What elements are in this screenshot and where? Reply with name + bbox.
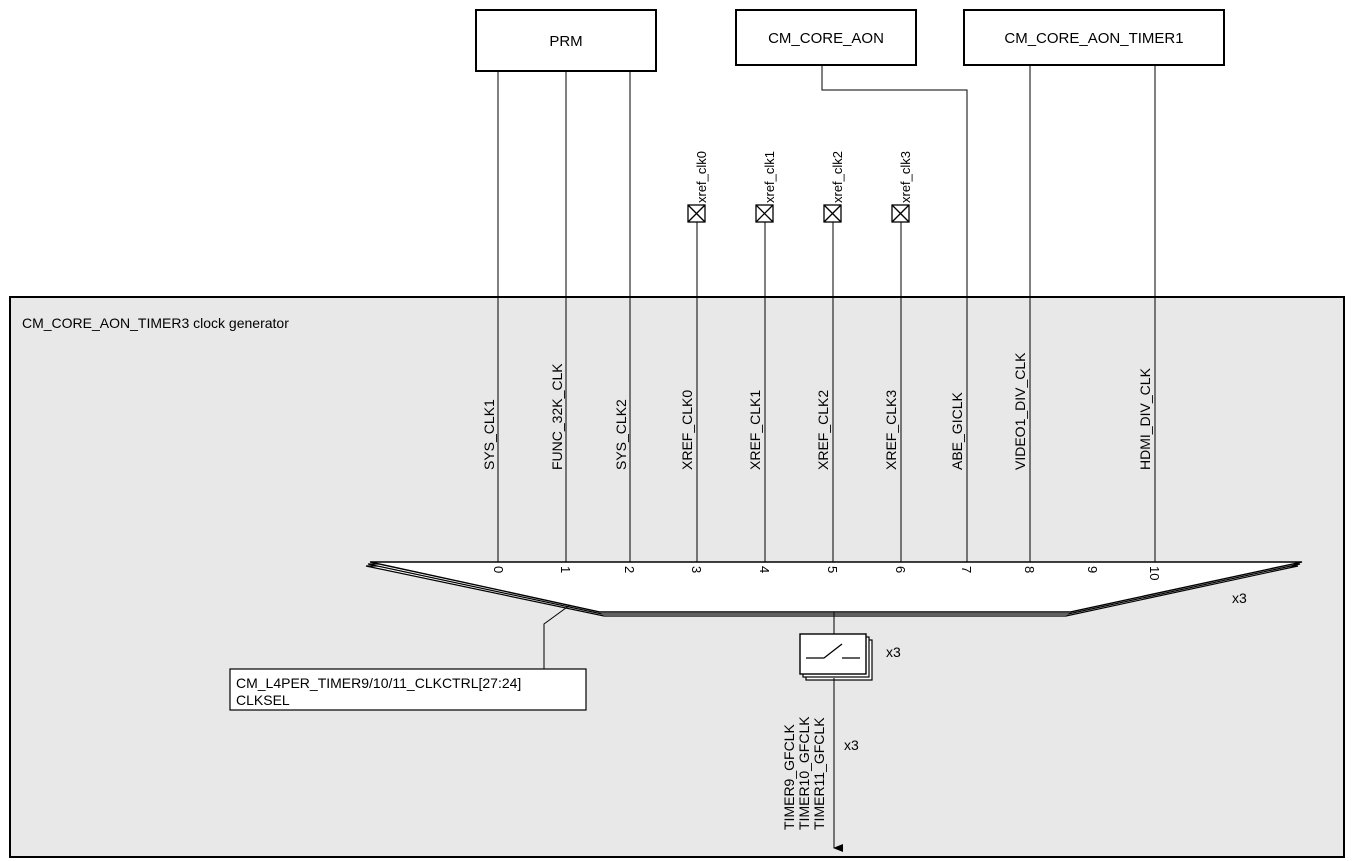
signal-label: SYS_CLK2 [613,399,629,470]
signal-label: XREF_CLK1 [747,390,763,470]
mux-input-indices: 0 1 2 3 4 5 6 7 8 9 10 [491,566,1162,580]
external-pin-2: xref_clk2 [823,151,845,223]
output-signal-label: TIMER9_GFCLK [781,724,797,830]
external-pin-label: xref_clk0 [694,151,709,203]
external-pin-1: xref_clk1 [755,151,777,223]
signal-label: FUNC_32K_CLK [549,363,565,470]
external-pin-0: xref_clk0 [687,151,709,223]
mux-input-index: 6 [893,566,908,573]
select-register-field: CLKSEL [236,692,290,708]
select-leader-line [543,604,571,669]
mux-input-index: 1 [558,566,573,573]
clock-mux [365,561,1303,617]
mux-multiplicity: x3 [1232,590,1247,606]
pin-cross-icon [891,204,910,223]
signal-label: VIDEO1_DIV_CLK [1012,352,1028,470]
select-register-box: CM_L4PER_TIMER9/10/11_CLKCTRL[27:24] CLK… [229,668,587,711]
mux-input-index: 9 [1085,566,1100,573]
output-signal-label: TIMER10_GFCLK [796,716,812,830]
cm-core-aon-timer1-module: CM_CORE_AON_TIMER1 [963,9,1225,66]
external-pin-label: xref_clk2 [830,151,845,203]
clock-wires [497,65,1156,562]
output-multiplicity: x3 [844,737,859,753]
signal-label: XREF_CLK3 [883,390,899,470]
prm-module: PRM [475,9,657,72]
prm-module-label: PRM [549,33,582,50]
signal-label: XREF_CLK0 [679,390,695,470]
pin-cross-icon [755,204,774,223]
pin-cross-icon [823,204,842,223]
mux-input-index: 4 [757,566,772,573]
clock-gate-switch-icon [799,633,873,681]
mux-input-index: 5 [825,566,840,573]
pin-cross-icon [687,204,706,223]
cm-core-aon-timer1-module-label: CM_CORE_AON_TIMER1 [1004,30,1183,47]
clock-generator-title: CM_CORE_AON_TIMER3 clock generator [22,315,289,331]
select-register-name: CM_L4PER_TIMER9/10/11_CLKCTRL[27:24] [236,675,521,691]
mux-input-index: 2 [622,566,637,573]
signal-label: HDMI_DIV_CLK [1137,367,1153,470]
external-pin-3: xref_clk3 [891,151,913,223]
mux-input-index: 8 [1022,566,1037,573]
signal-label: XREF_CLK2 [815,390,831,470]
mux-input-index: 3 [689,566,704,573]
signal-label: ABE_GICLK [949,392,965,470]
signal-label: SYS_CLK1 [481,399,497,470]
mux-input-index: 0 [491,566,506,573]
mux-input-index: 10 [1147,566,1162,580]
output-signal-label: TIMER11_GFCLK [811,717,827,830]
gate-multiplicity: x3 [886,644,901,660]
external-pin-label: xref_clk3 [898,151,913,203]
cm-core-aon-module-label: CM_CORE_AON [768,30,884,47]
external-pin-label: xref_clk1 [762,151,777,203]
mux-input-index: 7 [959,566,974,573]
cm-core-aon-module: CM_CORE_AON [735,9,917,66]
signal-labels: SYS_CLK1 FUNC_32K_CLK SYS_CLK2 XREF_CLK0… [481,352,1153,470]
